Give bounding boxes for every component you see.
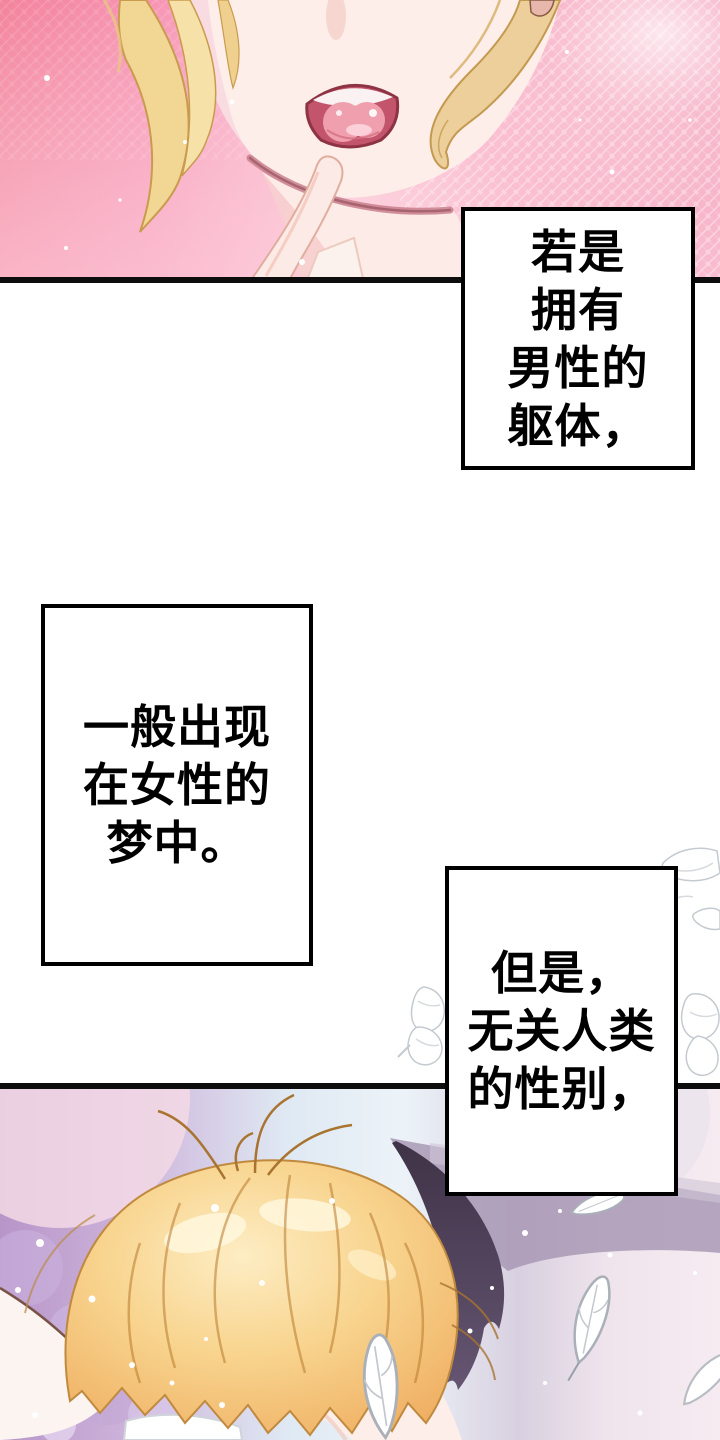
- sparkles: [15, 1209, 697, 1418]
- feather-icon: [567, 1275, 611, 1382]
- feather-icon: [682, 1352, 720, 1406]
- bottom-panel: [0, 1083, 720, 1440]
- speech-line: 梦中。: [106, 817, 248, 869]
- ahoge-strands: [157, 1093, 353, 1180]
- collar: [122, 1413, 244, 1440]
- feather-icon: [397, 986, 446, 1066]
- speech-line: 一般出现: [83, 701, 271, 753]
- speech-line: 男性的: [507, 341, 649, 394]
- feather-icon: [362, 1333, 399, 1440]
- speech-line: 若是: [531, 225, 625, 278]
- speech-box-1: 若是 拥有 男性的 躯体，: [461, 207, 695, 470]
- speech-line: 在女性的: [83, 759, 271, 811]
- ear: [529, 0, 555, 17]
- panel-border: [0, 277, 720, 283]
- speech-line: 拥有: [531, 283, 625, 336]
- speech-box-2: 一般出现 在女性的 梦中。: [41, 604, 313, 966]
- character-hair: [24, 1093, 499, 1437]
- finger: [247, 155, 366, 283]
- speech-line: 的性别，: [467, 1063, 656, 1115]
- hand: [304, 236, 366, 283]
- hair-right: [429, 0, 562, 170]
- speech-line: 无关人类: [467, 1005, 656, 1057]
- panel-border: [0, 1083, 720, 1089]
- pink-glow: [0, 1083, 190, 1228]
- speech-line: 躯体，: [507, 399, 649, 452]
- top-panel-illustration: [0, 0, 720, 283]
- feather-icon: [680, 993, 720, 1076]
- speech-box-3: 但是， 无关人类 的性别，: [445, 866, 678, 1196]
- character-mouth: [305, 83, 400, 149]
- speech-line: 但是，: [491, 947, 632, 999]
- bottom-panel-illustration: [0, 1083, 720, 1440]
- top-panel: [0, 0, 720, 283]
- hair-left: [102, 0, 240, 233]
